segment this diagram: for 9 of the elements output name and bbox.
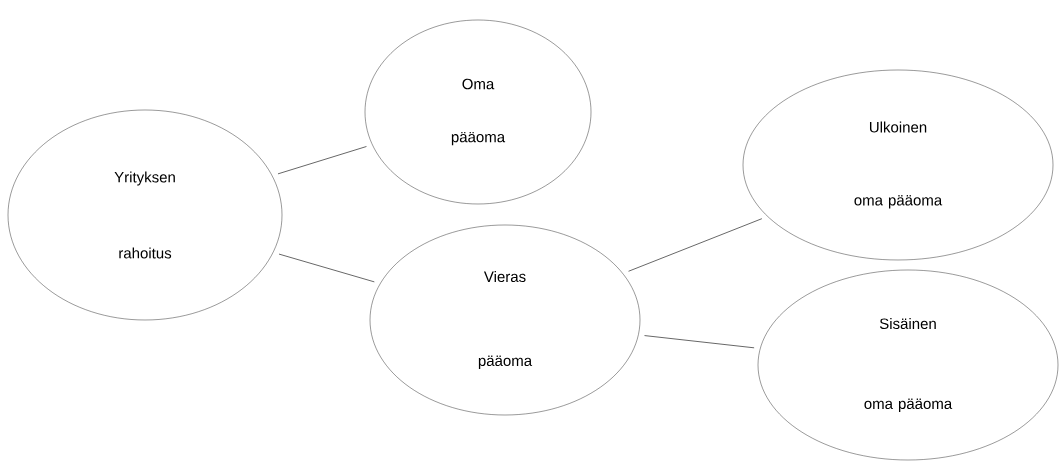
connector-line: [278, 253, 375, 283]
ellipse-node: Vieras pääoma: [369, 224, 641, 416]
connector-line: [277, 146, 367, 175]
ellipse-node: Yrityksen rahoitus: [7, 109, 283, 321]
ellipse-node: Sisäinen oma pääoma: [757, 269, 1059, 461]
ellipse-node: Ulkoinen oma pääoma: [742, 69, 1054, 261]
ellipse-node: Oma pääoma: [364, 19, 592, 205]
connector-line: [644, 335, 755, 349]
connector-line: [628, 218, 763, 272]
